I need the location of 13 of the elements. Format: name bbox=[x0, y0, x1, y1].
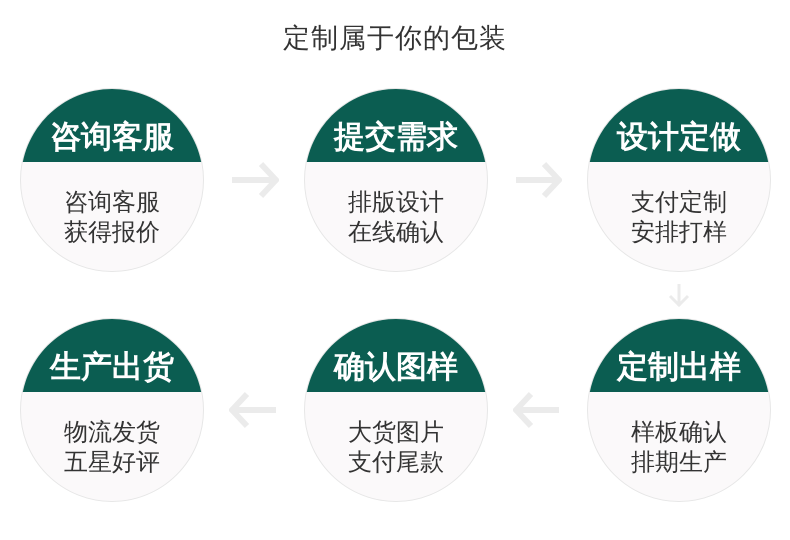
step-title: 生产出货 bbox=[50, 351, 174, 383]
step-description: 支付定制安排打样 bbox=[630, 187, 728, 247]
page-title: 定制属于你的包装 bbox=[282, 22, 508, 56]
step-description: 样板确认排期生产 bbox=[630, 417, 728, 477]
step-title: 设计定做 bbox=[617, 121, 741, 153]
step-title: 提交需求 bbox=[334, 121, 458, 153]
step-description: 大货图片支付尾款 bbox=[347, 417, 445, 477]
step-title: 确认图样 bbox=[334, 351, 458, 383]
step-description: 排版设计在线确认 bbox=[347, 187, 445, 247]
step-description: 咨询客服获得报价 bbox=[63, 187, 161, 247]
step-title: 咨询客服 bbox=[50, 121, 174, 153]
step-title: 定制出样 bbox=[617, 351, 741, 383]
step-description: 物流发货五星好评 bbox=[63, 417, 161, 477]
